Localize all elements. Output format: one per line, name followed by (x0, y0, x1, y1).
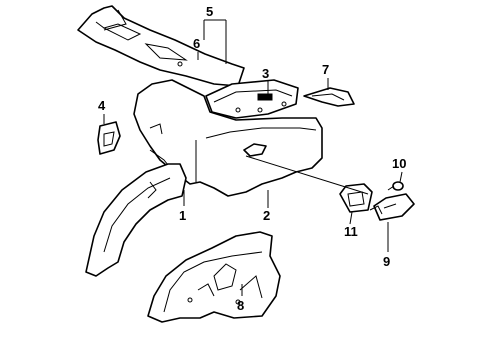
corner-bracket (97, 121, 121, 155)
callout-5: 5 (206, 4, 213, 19)
callout-8: 8 (237, 298, 244, 313)
callout-10: 10 (392, 156, 406, 171)
callout-6: 6 (193, 36, 200, 51)
callout-labels: 5 6 3 7 4 1 2 8 9 10 11 (98, 4, 406, 313)
upper-trim-piece (303, 87, 355, 107)
fuel-filler-housing (339, 183, 373, 213)
callout-11: 11 (344, 224, 358, 239)
fastener (387, 181, 404, 191)
wheelhouse-inner (147, 231, 281, 323)
fuel-door (369, 193, 415, 221)
wheelhouse-outer (85, 163, 187, 277)
rear-panel-strip (205, 79, 299, 119)
callout-9: 9 (383, 254, 390, 269)
callout-2: 2 (263, 208, 270, 223)
callout-7: 7 (322, 62, 329, 77)
callout-3: 3 (262, 66, 269, 81)
callout-4: 4 (98, 98, 106, 113)
leader-lines (103, 19, 403, 296)
rear-pillar-panel (77, 5, 245, 87)
callout-1: 1 (179, 208, 186, 223)
